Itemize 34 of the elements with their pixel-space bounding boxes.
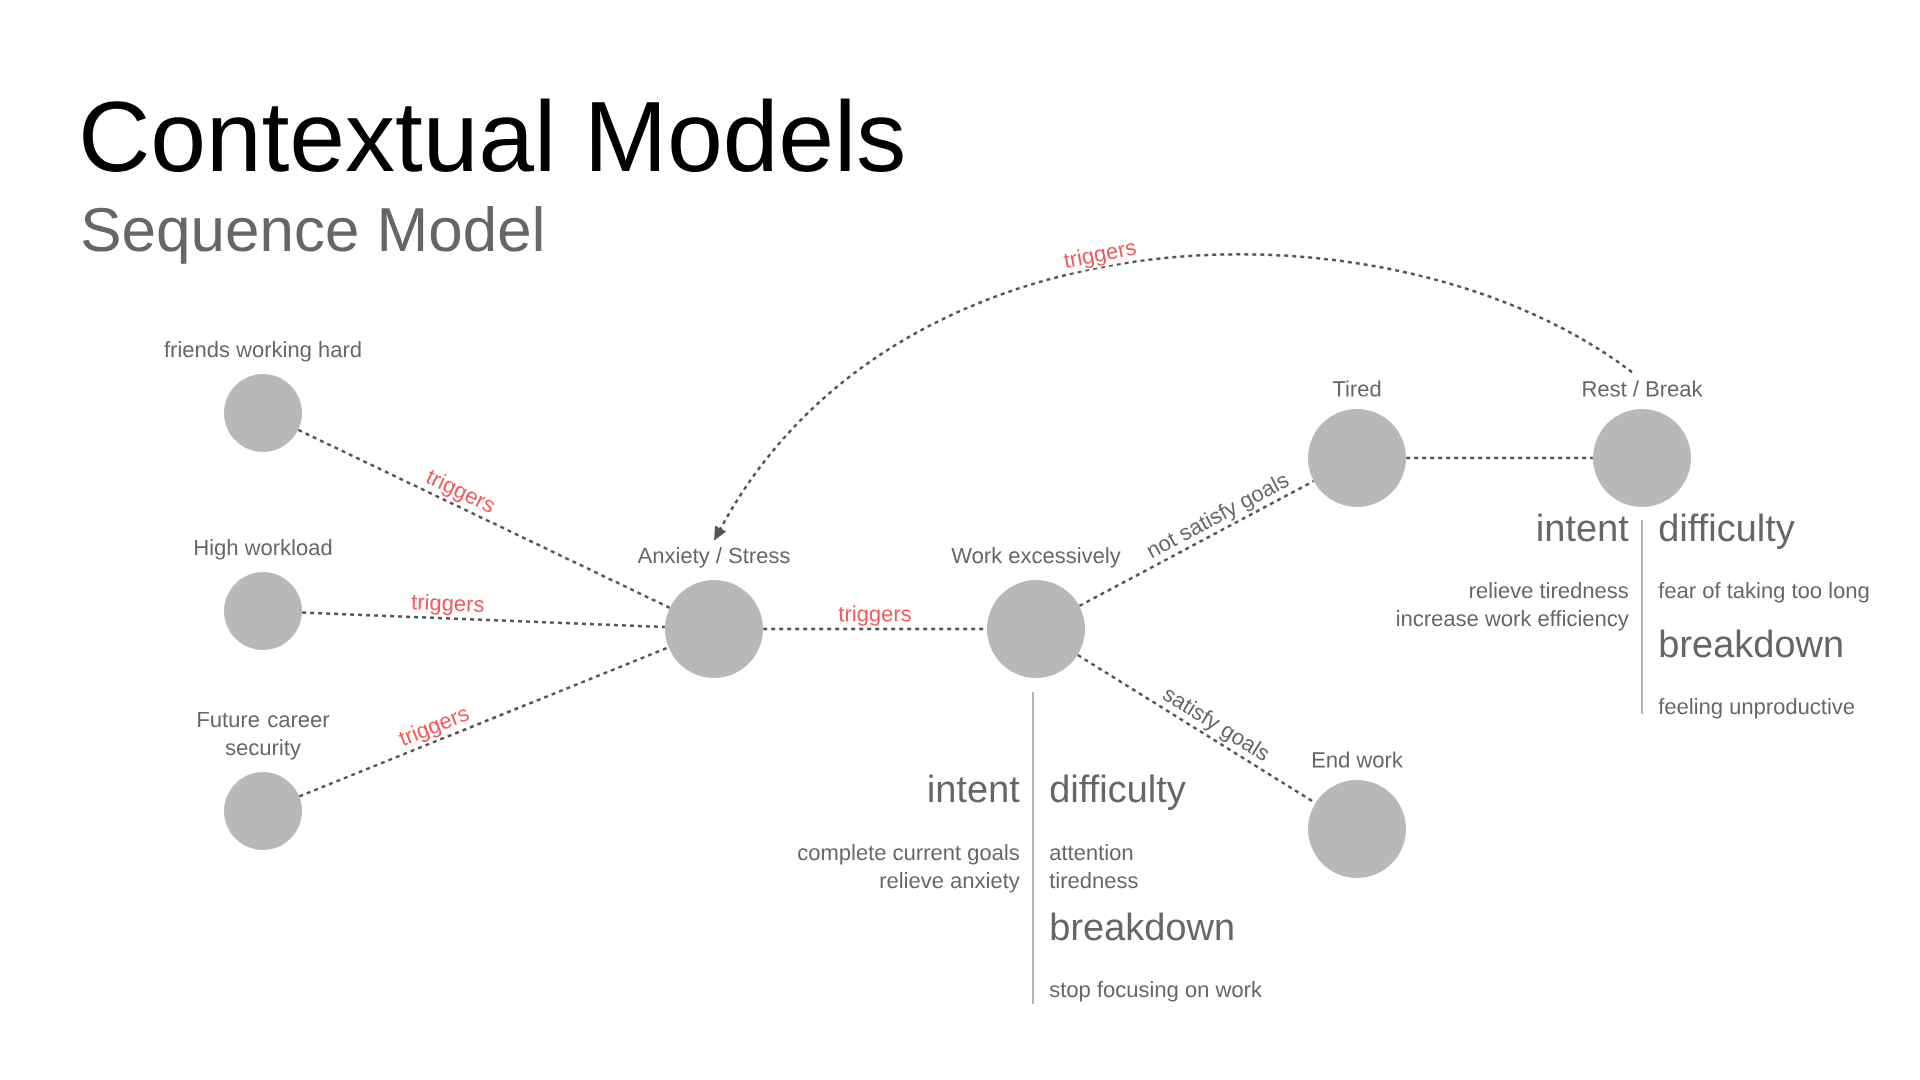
connector-line <box>1078 480 1315 607</box>
node-label: Rest / Break <box>1583 380 1703 397</box>
list-item: increase work efficiency <box>1397 610 1629 631</box>
list-item: stop focusing on work <box>1049 981 1262 1002</box>
node-label: friends working hard <box>164 341 361 362</box>
subtitle: Sequence Model <box>83 206 542 264</box>
connector-line <box>302 611 665 629</box>
list-item: complete current goals <box>798 844 1019 865</box>
connector-line <box>1406 456 1593 460</box>
edge-label: triggers <box>395 702 474 752</box>
list-item: feeling unproductive <box>1658 698 1855 719</box>
section-heading: difficulty <box>1050 774 1186 810</box>
list-item: tiredness <box>1049 872 1138 889</box>
list-item: relieve anxiety <box>880 872 1020 893</box>
list-item: fear of taking too long <box>1658 582 1869 603</box>
edge-label: triggers <box>837 604 913 627</box>
node-label: High workload <box>195 539 332 560</box>
connector-line <box>297 428 671 609</box>
section-heading: breakdown <box>1051 912 1233 941</box>
section-heading: intent <box>1538 513 1629 542</box>
title: Contextual Models <box>83 98 903 172</box>
node-label: End work <box>1312 751 1403 768</box>
node-label: Work excessively <box>951 547 1121 568</box>
node-label: Tired <box>1332 380 1381 397</box>
node-label: Future career security <box>198 711 330 760</box>
section-heading: difficulty <box>1659 513 1795 549</box>
node-label: Anxiety / Stress <box>637 547 790 568</box>
connector-line <box>298 646 669 798</box>
edge-label: triggers <box>409 592 486 618</box>
section-heading: breakdown <box>1660 629 1842 658</box>
section-heading: intent <box>929 774 1020 803</box>
edge-label: triggers <box>1061 237 1140 274</box>
list-item: relieve tiredness <box>1470 582 1628 599</box>
list-item: attention <box>1050 844 1133 861</box>
